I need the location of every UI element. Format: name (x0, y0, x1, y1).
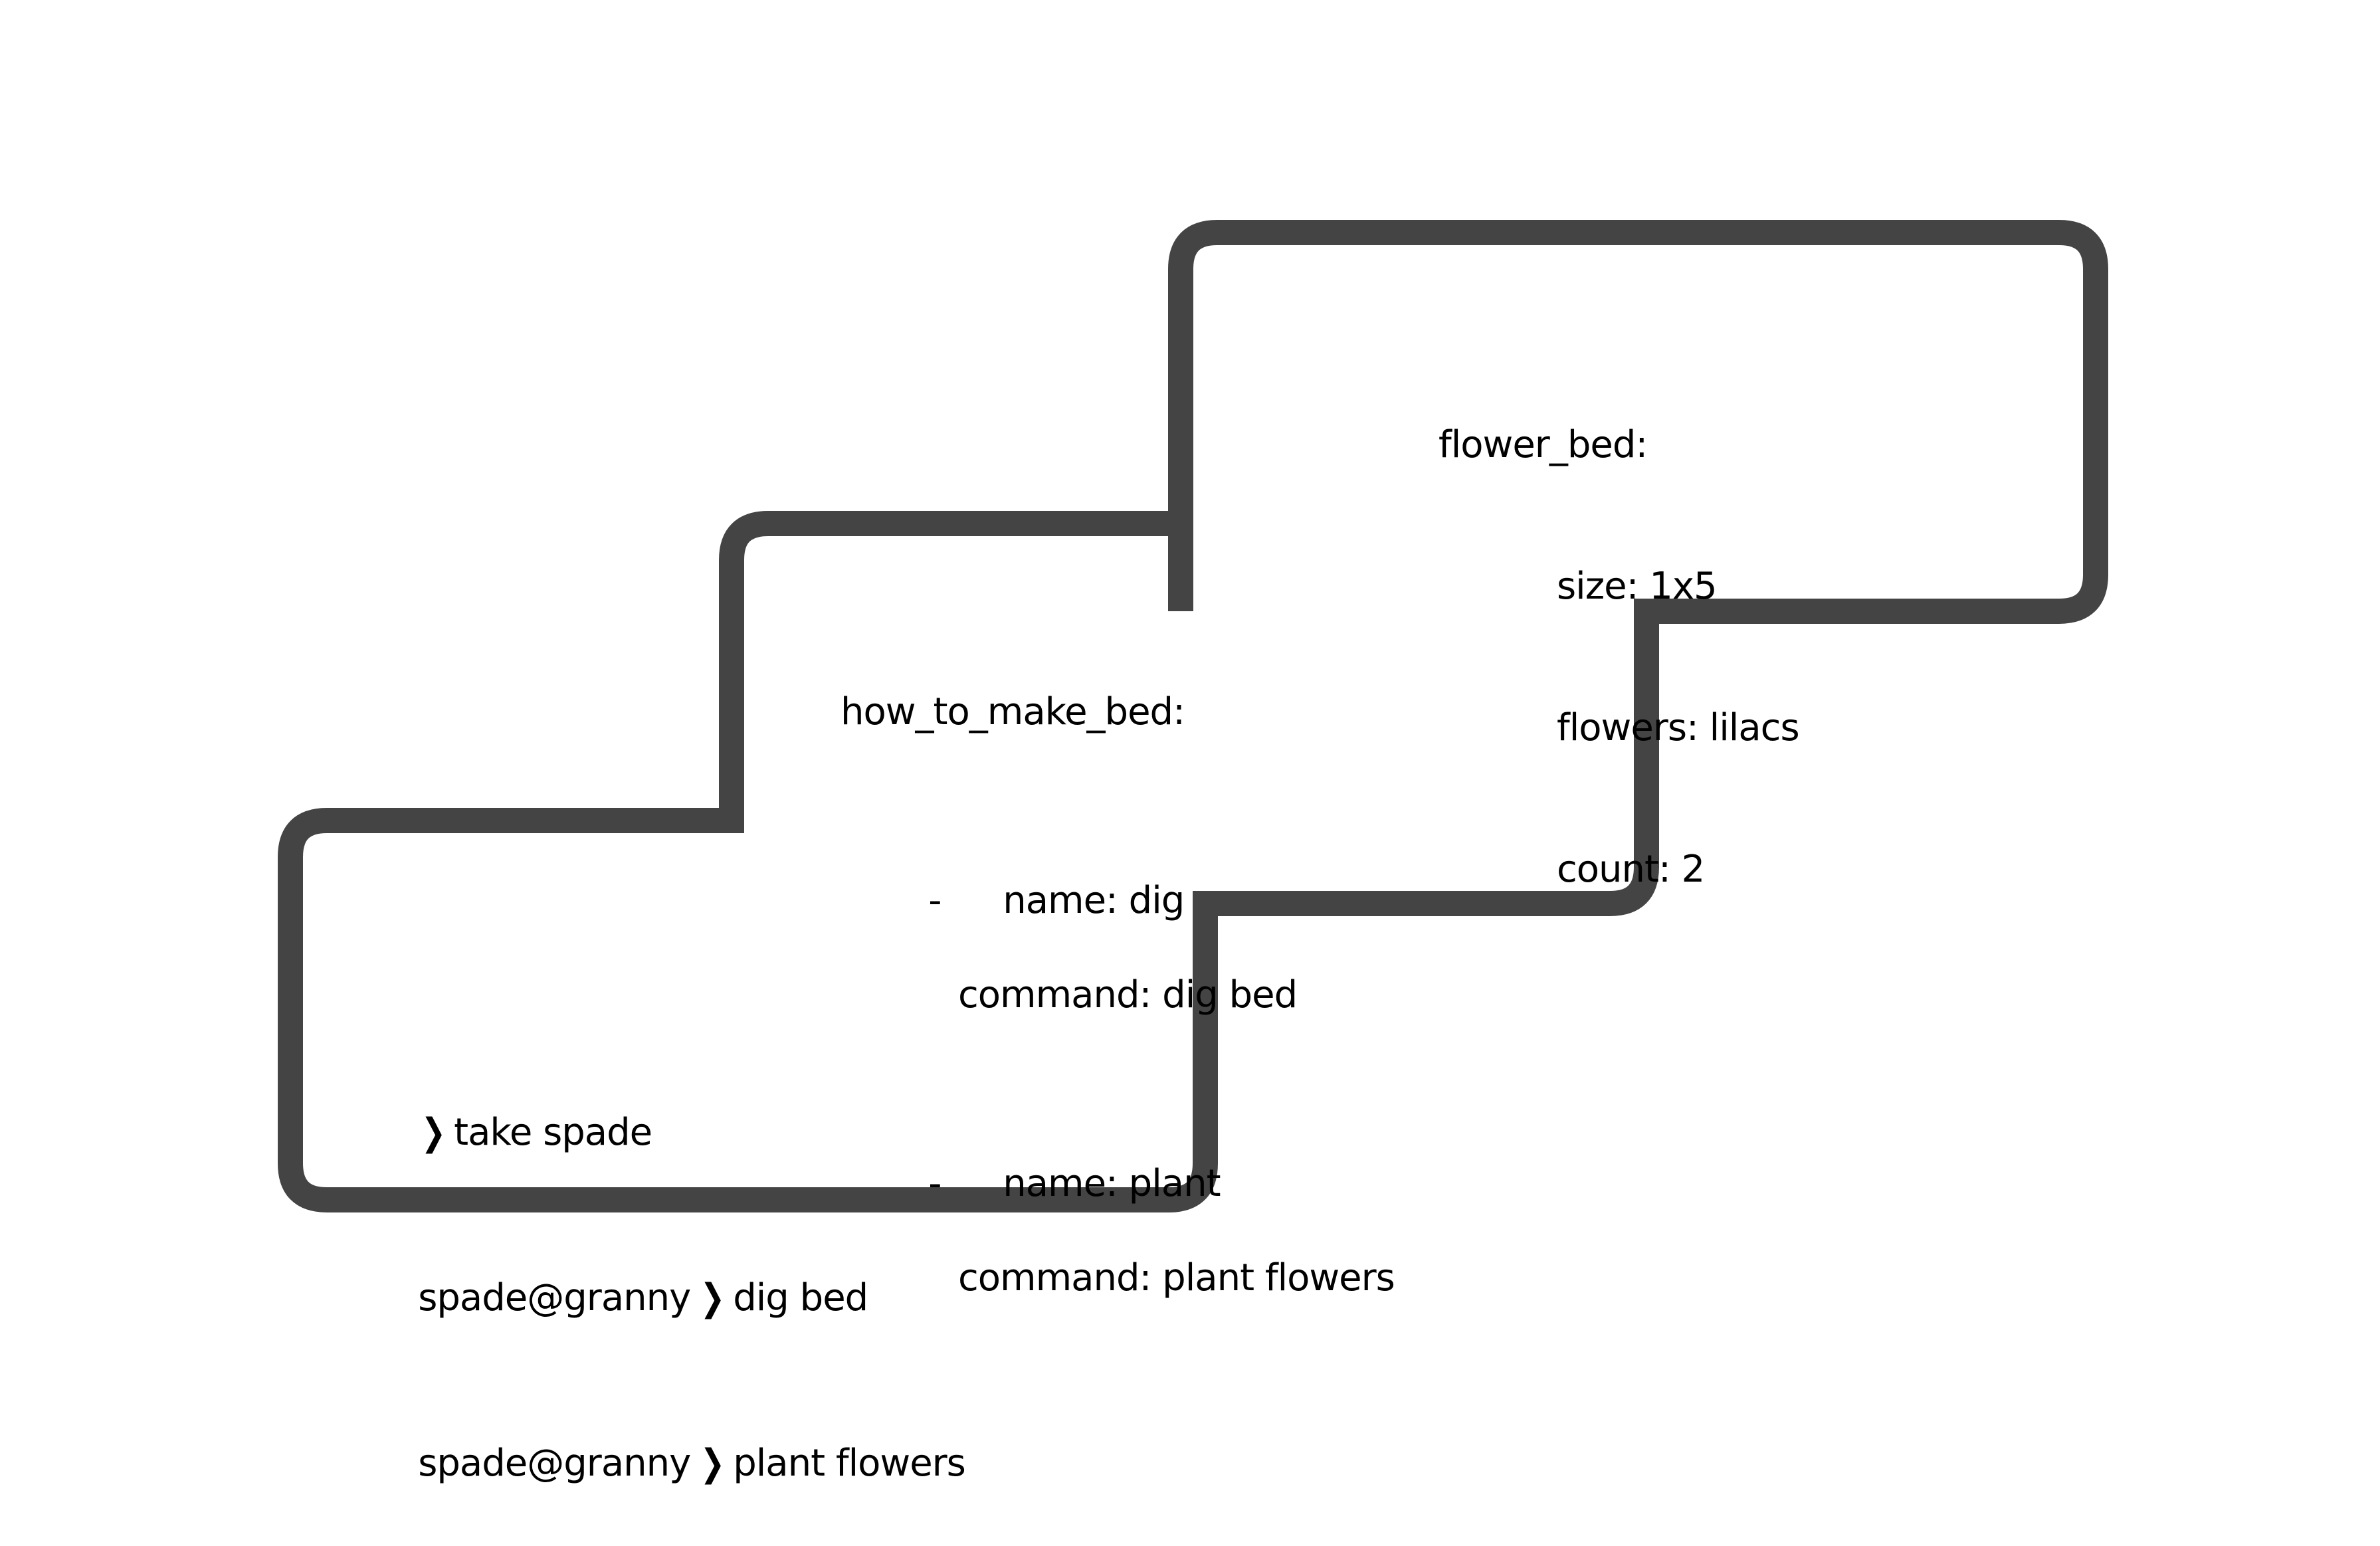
terminal-command: take spade (454, 1111, 652, 1154)
terminal-line: spade@granny❯dig bed (373, 1215, 965, 1319)
flower-bed-size-text: size: 1x5 (1557, 565, 1718, 608)
terminal-panel: ❯take spade spade@granny❯dig bed spade@g… (373, 939, 966, 1491)
staircase-outline-diagram (278, 220, 2108, 1212)
step-dig-name: name: dig (1003, 879, 1185, 922)
step-dig-command-line: command: dig bed (841, 971, 1395, 1018)
flower-bed-flowers-field: flowers: lilacs (1438, 704, 1800, 751)
terminal-command: dig bed (733, 1276, 868, 1319)
flower-bed-count-text: count: 2 (1557, 848, 1705, 891)
flower-bed-panel: flower_bed: size: 1x5 flowers: lilacs co… (1438, 327, 1800, 940)
flower-bed-flowers-text: flowers: lilacs (1557, 706, 1800, 749)
terminal-command: plant flowers (733, 1442, 966, 1485)
step-plant-command: command: plant flowers (958, 1256, 1395, 1300)
step-dig-name-line: - name: dig (841, 830, 1395, 922)
how-to-make-bed-title: how_to_make_bed: (841, 690, 1185, 733)
terminal-line: ❯take spade (373, 1050, 965, 1154)
step-bullet-dig: - (928, 879, 942, 922)
flower-bed-size-field: size: 1x5 (1438, 563, 1799, 610)
terminal-user: spade@granny (418, 1442, 691, 1485)
step-plant-name: name: plant (1003, 1162, 1221, 1205)
step-bullet-plant: - (928, 1162, 942, 1205)
step-dig-command: command: dig bed (958, 973, 1298, 1016)
step-plant-command-line: command: plant flowers (841, 1254, 1395, 1302)
how-to-make-bed-panel: how_to_make_bed: - name: dig command: dig… (841, 594, 1395, 1349)
terminal-user: spade@granny (418, 1276, 691, 1319)
chevron-right-icon: ❯ (700, 1442, 726, 1485)
staircase-outline (278, 220, 2108, 1212)
flower-bed-title: flower_bed: (1438, 423, 1648, 466)
terminal-line: spade@granny❯plant flowers (373, 1381, 966, 1485)
step-plant-name-line: - name: plant (841, 1113, 1395, 1205)
flower-bed-count-field: count: 2 (1438, 846, 1799, 893)
chevron-right-icon: ❯ (700, 1276, 726, 1319)
chevron-right-icon: ❯ (421, 1111, 446, 1154)
